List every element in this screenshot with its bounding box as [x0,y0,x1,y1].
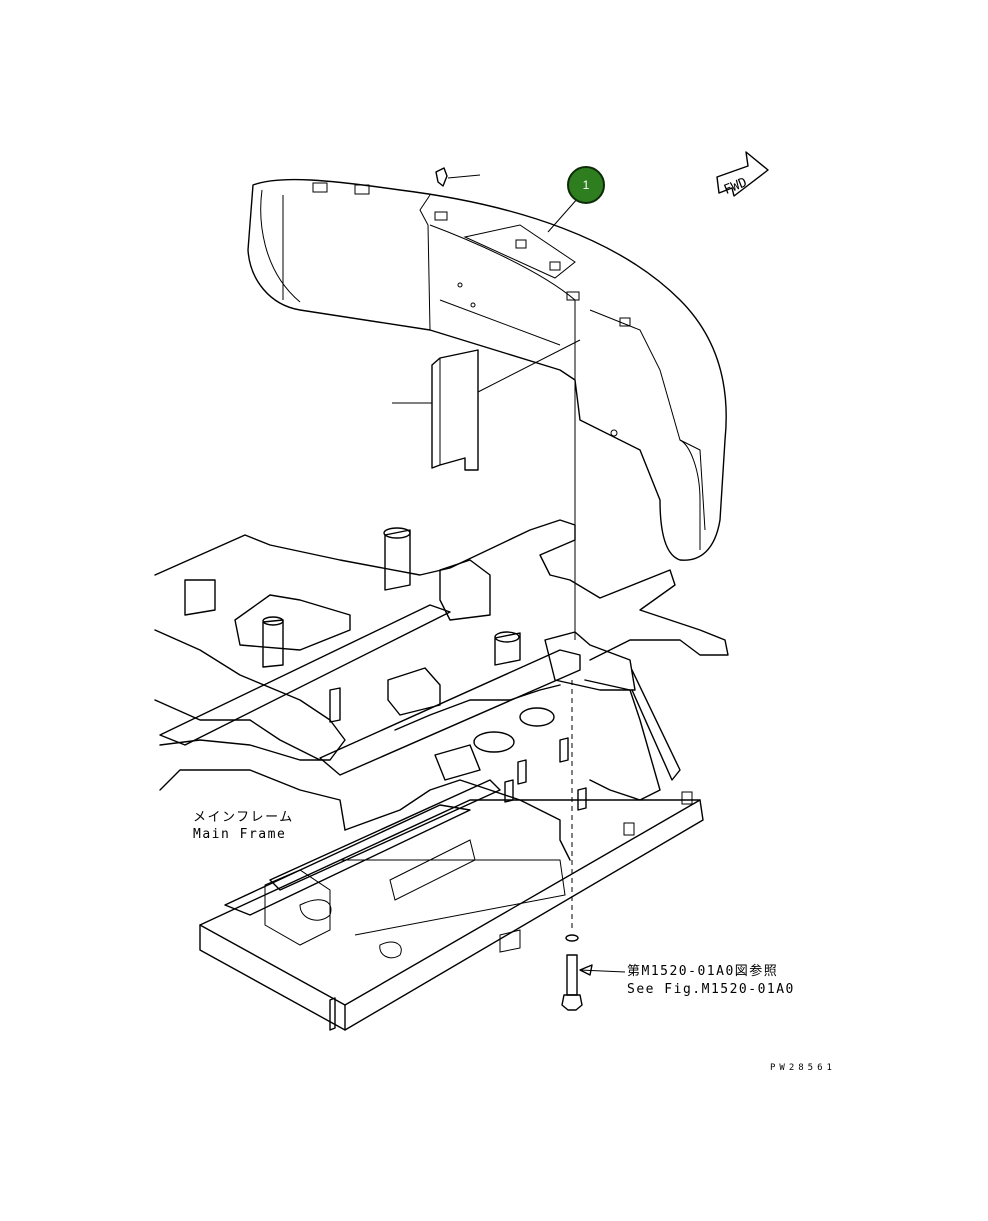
main-frame-label-en: Main Frame [193,827,287,842]
reference-text-jp: 第M1520-01A0図参照 [627,964,779,979]
bolt-top [435,167,481,187]
main-frame [154,519,729,861]
fwd-arrow-icon: FWD [716,151,769,198]
cover-part [247,178,727,561]
bolt-bottom [561,934,626,1011]
spacer-block [392,339,581,471]
reference-text-en: See Fig.M1520-01A0 [627,982,795,997]
callout-marker-1[interactable]: 1 [567,166,605,204]
base-frame [199,779,704,1031]
main-frame-label-jp: メインフレーム [193,810,294,825]
drawing-code: PW28561 [770,1063,836,1073]
fwd-label: FWD [722,175,750,198]
callout-leader [547,197,579,233]
